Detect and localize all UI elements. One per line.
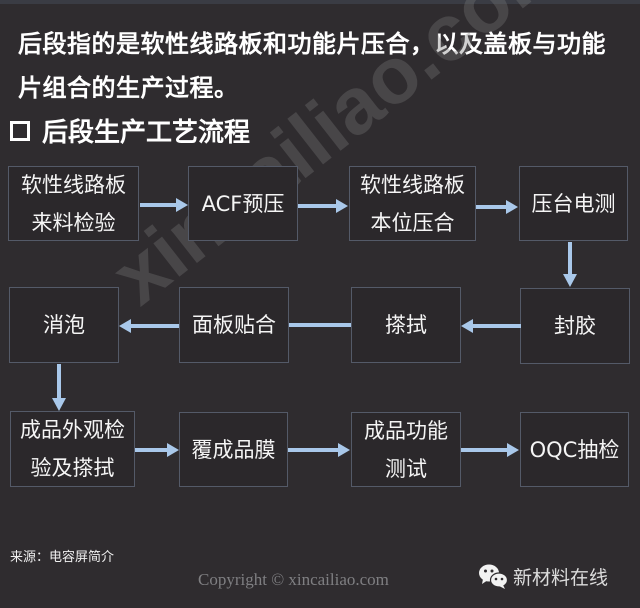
hollow-square-bullet-icon — [10, 120, 30, 141]
arrow-right-icon — [298, 199, 348, 213]
flow-step-7: 面板贴合 — [179, 287, 289, 363]
brand-signature: 新材料在线 — [477, 562, 608, 590]
flow-step-4: 压台电测 — [519, 166, 628, 241]
flow-step-8: 消泡 — [9, 287, 119, 363]
source-caption: 来源：电容屏简介 — [10, 550, 115, 565]
section-heading: 后段生产工艺流程 — [10, 112, 250, 149]
arrow-down-icon — [563, 242, 577, 287]
flow-step-12: OQC抽检 — [520, 412, 629, 487]
top-bar — [0, 0, 640, 4]
flow-step-11: 成品功能测试 — [351, 412, 461, 487]
brand-name: 新材料在线 — [513, 566, 609, 589]
flow-step-6: 搽拭 — [351, 287, 461, 363]
flow-step-3: 软性线路板本位压合 — [349, 166, 476, 241]
wechat-icon — [479, 564, 509, 589]
flow-step-2: ACF预压 — [188, 166, 298, 241]
arrow-right-icon — [135, 443, 179, 457]
arrow-left-icon — [289, 323, 351, 327]
arrow-right-icon — [476, 200, 518, 214]
arrow-down-icon — [52, 364, 66, 411]
flow-step-1: 软性线路板来料检验 — [8, 166, 139, 241]
section-title: 后段生产工艺流程 — [42, 118, 251, 148]
flow-step-9: 成品外观检验及搽拭 — [10, 411, 135, 487]
arrow-left-icon — [119, 319, 179, 333]
arrow-right-icon — [461, 443, 519, 457]
arrow-right-icon — [140, 198, 188, 212]
flow-step-5: 封胶 — [520, 288, 630, 364]
copyright-text: Copyright © xincailiao.com — [198, 570, 389, 589]
flow-step-10: 覆成品膜 — [179, 412, 288, 487]
arrow-left-icon — [461, 319, 521, 333]
intro-paragraph: 后段指的是软性线路板和功能片压合，以及盖板与功能片组合的生产过程。 — [18, 30, 606, 102]
arrow-right-icon — [288, 443, 350, 457]
